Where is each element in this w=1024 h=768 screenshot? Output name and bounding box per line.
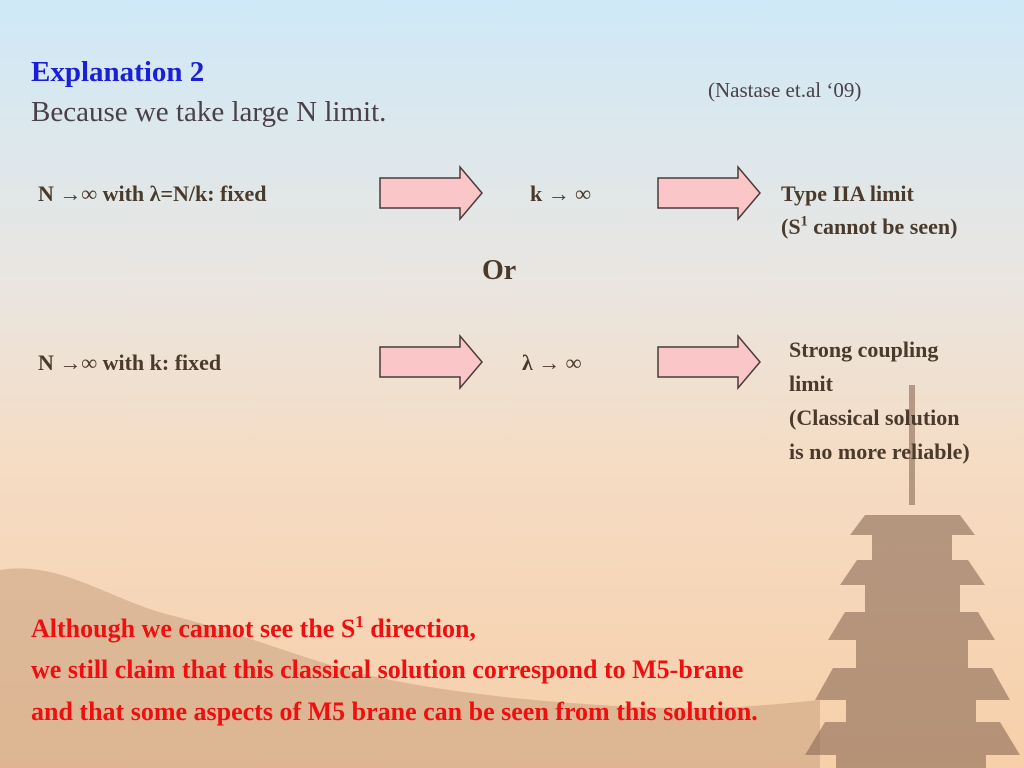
row2-outcome-line2: limit [789, 371, 833, 396]
row1-condition: N →∞ with λ=N/k: fixed [38, 181, 267, 206]
row1-arrow-2 [657, 165, 761, 221]
pagoda-silhouette [805, 385, 1020, 768]
conclusion-line3: and that some aspects of M5 brane can be… [31, 697, 758, 726]
row2-condition: N →∞ with k: fixed [38, 350, 222, 375]
row2-result: λ → ∞ [522, 350, 582, 375]
conclusion-line1: Although we cannot see the S1 direction, [31, 611, 476, 643]
slide-title: Explanation 2 [31, 56, 205, 88]
or-label: Or [482, 255, 517, 286]
row2-outcome-line3: (Classical solution [789, 405, 960, 430]
row2-outcome-line4: is no more reliable) [789, 439, 970, 464]
row1-arrow-1 [379, 165, 483, 221]
slide-subtitle: Because we take large N limit. [31, 96, 387, 128]
hills-silhouette [0, 568, 820, 768]
row2-arrow-1 [379, 334, 483, 390]
row1-outcome-line2: (S1 cannot be seen) [781, 213, 958, 239]
row1-result: k → ∞ [530, 181, 591, 206]
conclusion-line2: we still claim that this classical solut… [31, 655, 744, 684]
row2-arrow-2 [657, 334, 761, 390]
row1-outcome-line1: Type IIA limit [781, 181, 914, 206]
row2-outcome-line1: Strong coupling [789, 337, 939, 362]
citation: (Nastase et.al ‘09) [708, 78, 862, 102]
